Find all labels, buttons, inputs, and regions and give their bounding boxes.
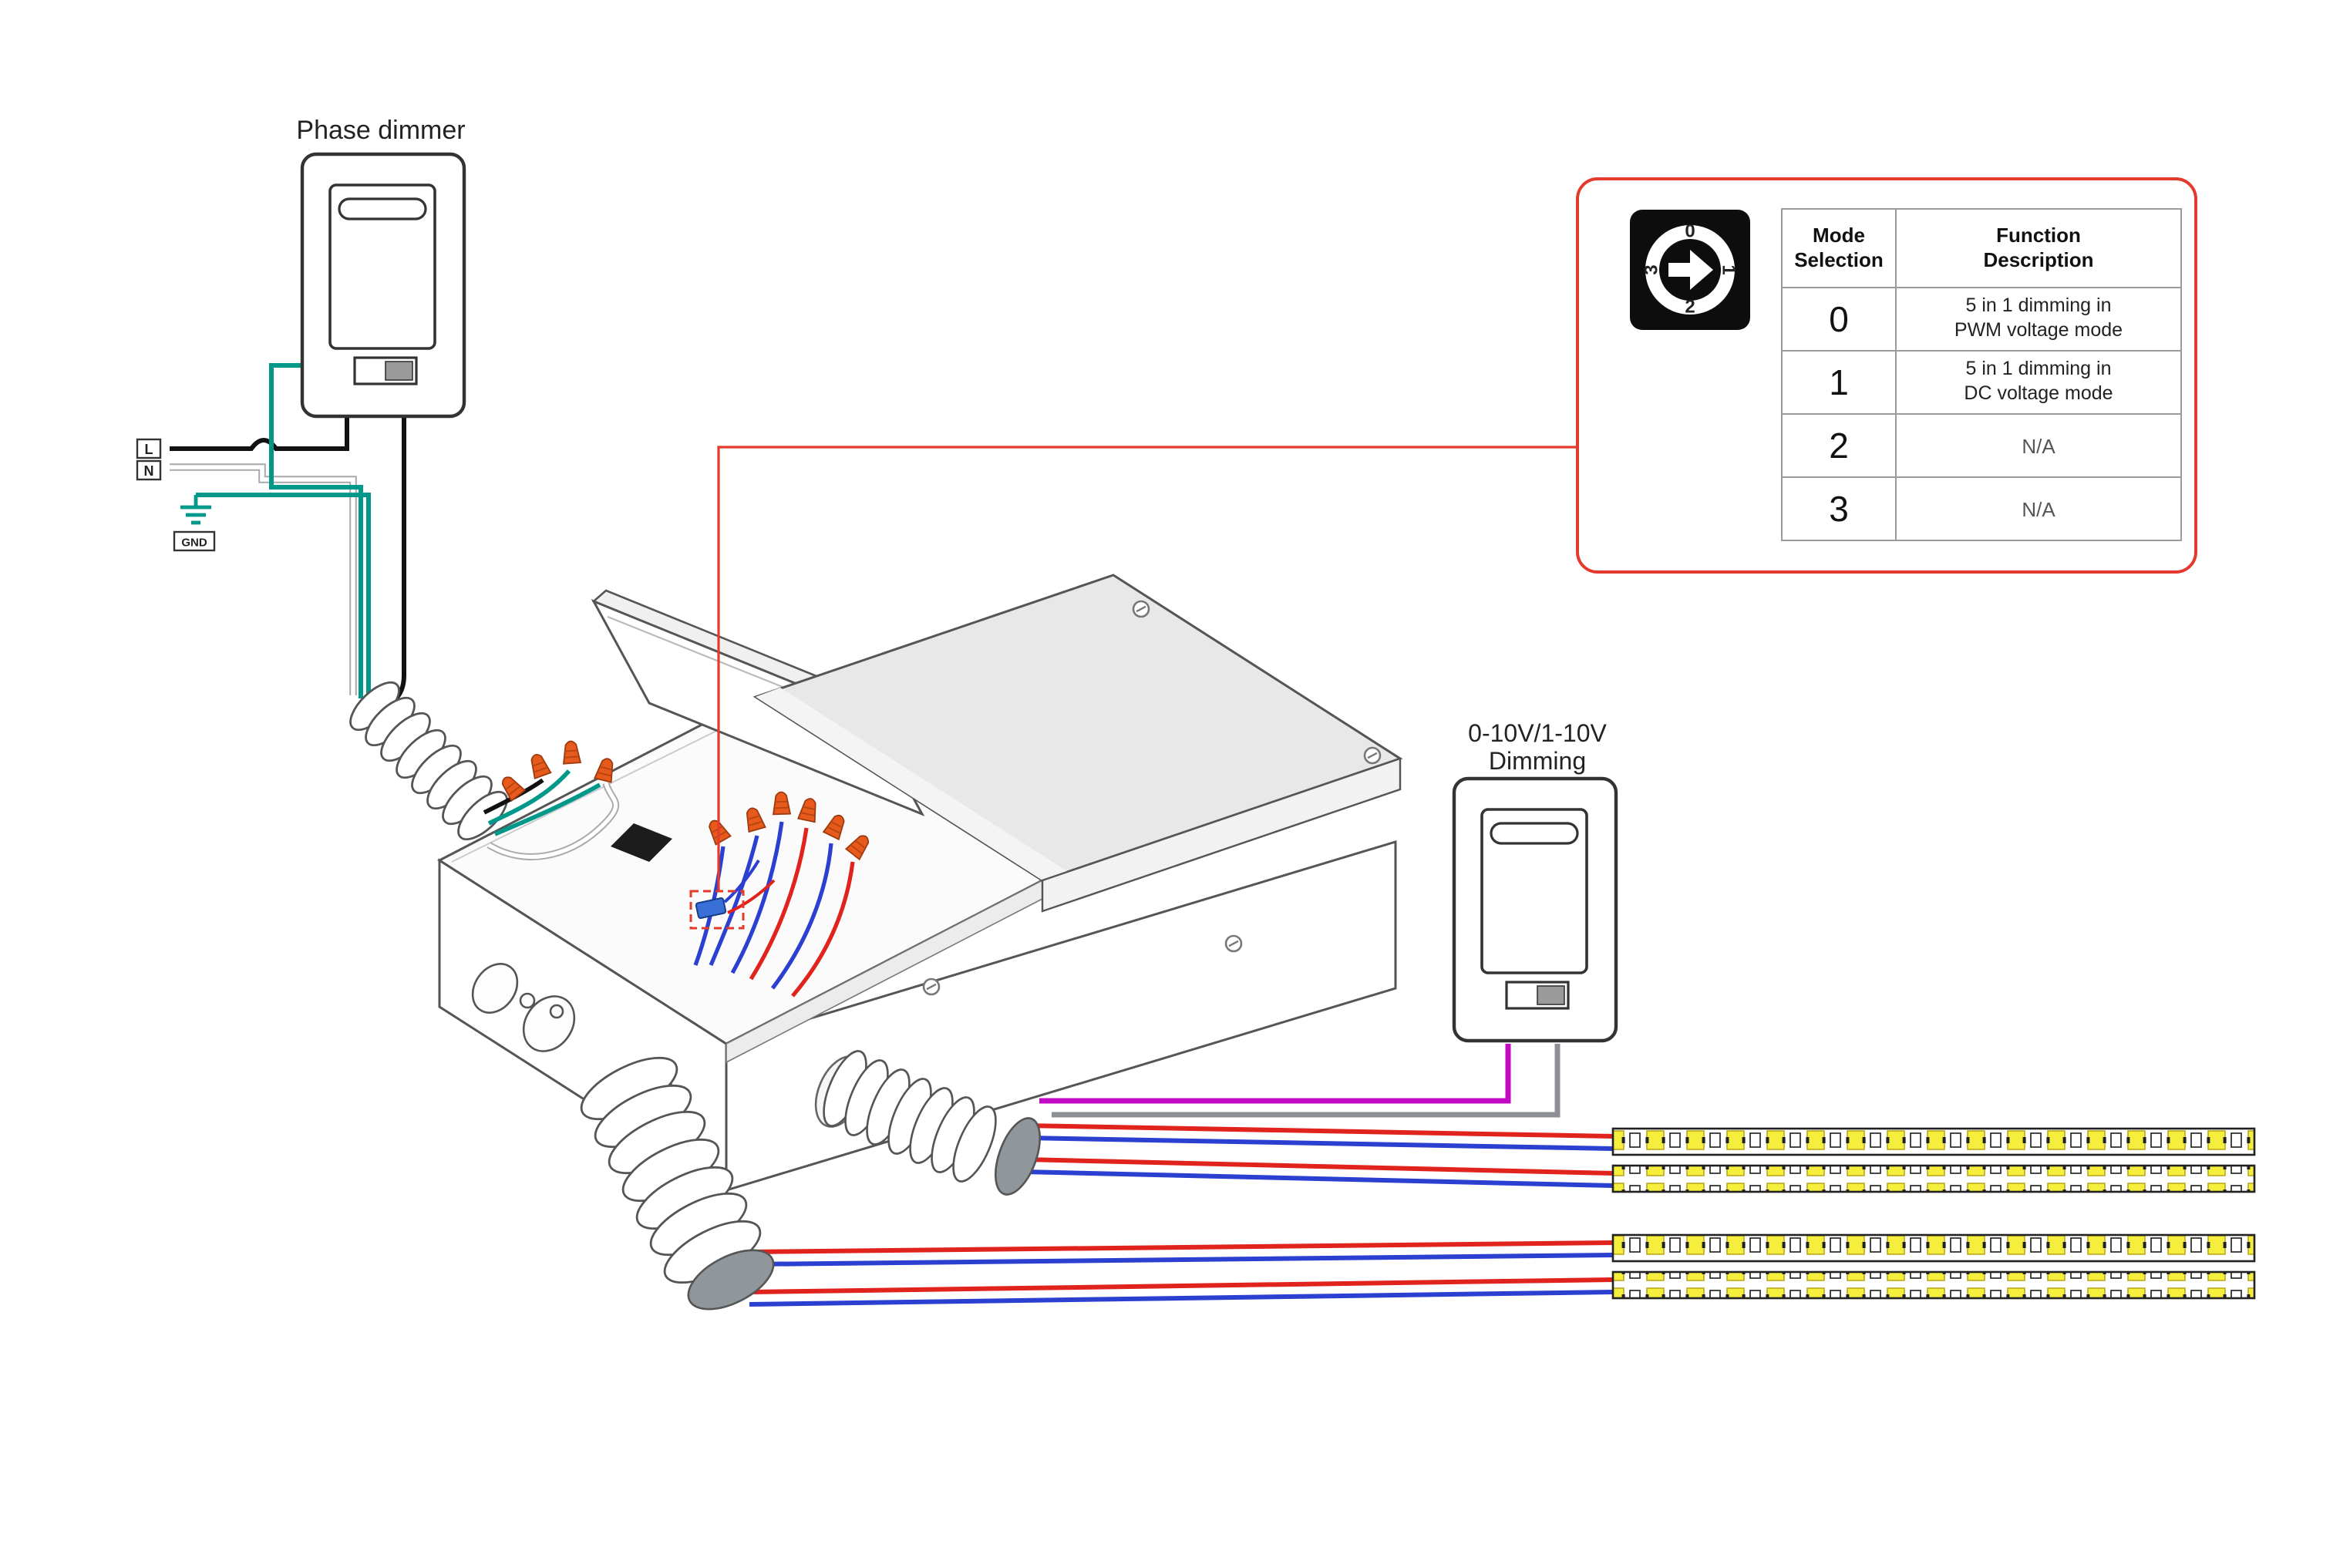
dimming-control-wires xyxy=(1039,1044,1560,1118)
screw-icon xyxy=(1132,600,1150,618)
line-tag: L xyxy=(145,442,153,457)
mode-cell: 3 xyxy=(1781,476,1897,541)
dimming-wire-negative xyxy=(1052,1044,1560,1118)
mode-table-header-function: Function Description xyxy=(1895,208,2182,288)
conduit-cap-bottom xyxy=(687,1249,775,1311)
led-strip-1 xyxy=(1611,1127,2256,1156)
dimmed-live-wire xyxy=(269,363,363,698)
screw-icon xyxy=(1363,746,1382,765)
led-strips xyxy=(1611,1127,2256,1300)
ground-symbol xyxy=(180,495,211,525)
live-wire-down xyxy=(385,416,406,707)
compartment-input-wiring xyxy=(483,739,672,862)
ground-wire xyxy=(196,493,371,703)
line-tag-box xyxy=(136,438,162,459)
screw-icon xyxy=(922,977,941,996)
input-conduit xyxy=(349,681,508,841)
ground-tag-box xyxy=(173,530,216,552)
low-voltage-dimmer-label-line2: Dimming xyxy=(1489,747,1586,775)
dial-position-0: 0 xyxy=(1685,220,1695,241)
mode-selector-highlight-box xyxy=(689,890,745,930)
low-voltage-dimmer-switch xyxy=(1454,779,1616,1041)
phase-dimmer-label: Phase dimmer xyxy=(296,116,465,145)
neutral-tag: N xyxy=(144,463,154,479)
cable-clamp xyxy=(611,823,672,862)
dial-arrow-icon xyxy=(1668,250,1713,290)
dial-position-3: 3 xyxy=(1641,264,1661,274)
mode-table-row: 3 N/A xyxy=(1781,476,2182,541)
mode-table-row: 1 5 in 1 dimming in DC voltage mode xyxy=(1781,350,2182,415)
mains-input-wires xyxy=(170,363,406,707)
wire-tags: L N GND xyxy=(136,438,216,552)
mode-cell: 0 xyxy=(1781,287,1897,352)
description-cell: N/A xyxy=(1895,476,2182,541)
mode-selection-callout: 0 1 2 3 Mode Selection Function Descript… xyxy=(1576,177,2197,574)
live-wire xyxy=(170,418,349,451)
dial-position-1: 1 xyxy=(1719,264,1739,274)
screw-icon xyxy=(1224,934,1243,953)
wire-nut xyxy=(561,739,581,765)
dimming-wire-positive xyxy=(1039,1044,1511,1104)
ground-tag: GND xyxy=(181,536,207,549)
description-cell: 5 in 1 dimming in PWM voltage mode xyxy=(1895,287,2182,352)
led-strip-4 xyxy=(1611,1270,2256,1300)
mode-cell: 2 xyxy=(1781,413,1897,478)
dial-position-2: 2 xyxy=(1685,296,1695,317)
mode-callout-connector xyxy=(689,446,1576,930)
description-cell: N/A xyxy=(1895,413,2182,478)
phase-dimmer-switch xyxy=(302,154,464,416)
mode-table: Mode Selection Function Description 0 5 … xyxy=(1781,208,2182,541)
mode-table-row: 0 5 in 1 dimming in PWM voltage mode xyxy=(1781,287,2182,352)
mode-table-row: 2 N/A xyxy=(1781,413,2182,478)
compartment-inner-edge xyxy=(451,712,755,863)
mode-cell: 1 xyxy=(1781,350,1897,415)
output-conduit-bottom xyxy=(580,1056,762,1284)
led-strip-2 xyxy=(1611,1164,2256,1193)
neutral-tag-box xyxy=(136,459,162,481)
driver-cover xyxy=(752,574,1403,913)
output-conduit-right xyxy=(823,1050,997,1183)
low-voltage-dimmer-label-line1: 0-10V/1-10V xyxy=(1468,719,1607,747)
mode-dial-icon: 0 1 2 3 xyxy=(1630,210,1750,330)
mode-table-header-mode: Mode Selection xyxy=(1781,208,1897,288)
mode-selector-component xyxy=(695,897,727,919)
conduit-cap-right xyxy=(994,1117,1042,1196)
description-cell: 5 in 1 dimming in DC voltage mode xyxy=(1895,350,2182,415)
output-wires xyxy=(749,1123,1614,1307)
led-strip-3 xyxy=(1611,1233,2256,1263)
wire-nut xyxy=(527,751,552,779)
neutral-wire xyxy=(170,465,355,695)
